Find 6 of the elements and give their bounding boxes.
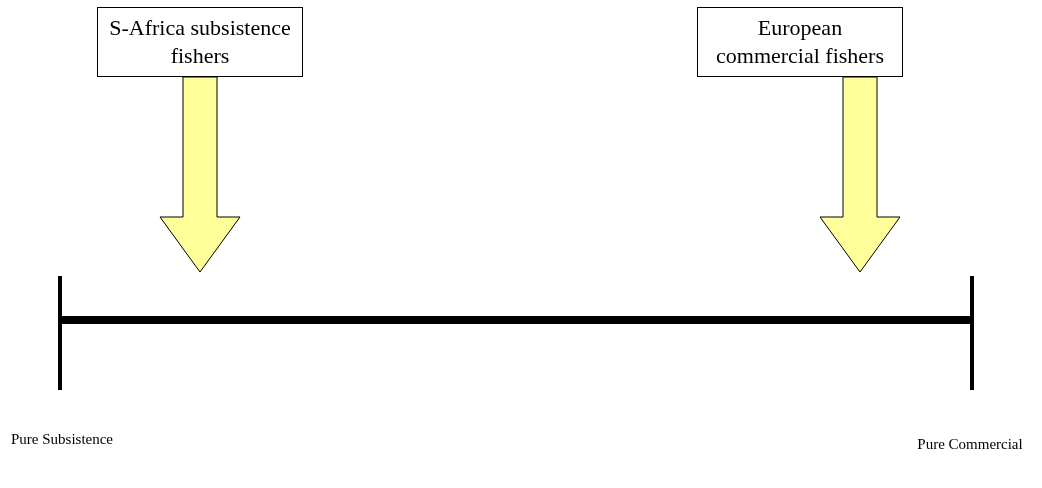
- block-arrow: [819, 76, 901, 273]
- end-label: Pure Commercial: [916, 435, 1024, 453]
- end-label: Pure Subsistence: [9, 430, 115, 448]
- group-box: S-Africa subsistence fishers: [97, 7, 303, 77]
- block-arrow: [159, 76, 241, 273]
- group-box: European commercial fishers: [697, 7, 903, 77]
